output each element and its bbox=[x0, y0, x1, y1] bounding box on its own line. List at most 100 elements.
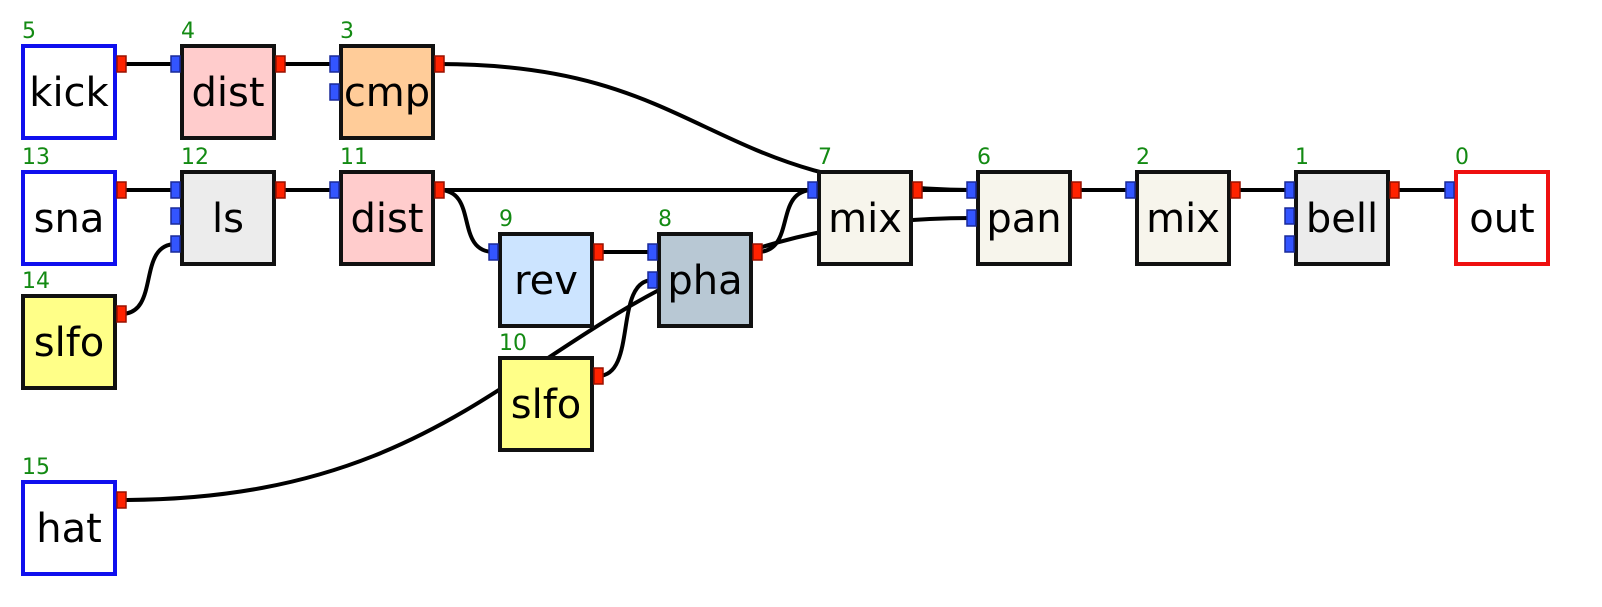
node-id-label: 10 bbox=[499, 331, 527, 356]
node-id-label: 6 bbox=[977, 145, 991, 170]
input-port-0[interactable] bbox=[170, 181, 181, 199]
wires-layer bbox=[120, 61, 1450, 502]
node-box[interactable] bbox=[339, 44, 435, 140]
input-port-1[interactable] bbox=[329, 83, 340, 101]
node-box[interactable] bbox=[1135, 170, 1231, 266]
output-port[interactable] bbox=[116, 305, 127, 323]
node-box[interactable] bbox=[817, 170, 913, 266]
node-hat-15[interactable]: 15 hat bbox=[21, 455, 127, 576]
node-slfo-10[interactable]: 10 slfo bbox=[498, 331, 604, 452]
node-box[interactable] bbox=[180, 170, 276, 266]
input-port-0[interactable] bbox=[329, 55, 340, 73]
node-id-label: 5 bbox=[22, 19, 36, 44]
node-name-label: mix bbox=[828, 196, 902, 242]
node-id-label: 1 bbox=[1295, 145, 1309, 170]
node-name-label: bell bbox=[1306, 196, 1378, 242]
node-id-label: 13 bbox=[22, 145, 50, 170]
node-id-label: 2 bbox=[1136, 145, 1150, 170]
output-port[interactable] bbox=[116, 55, 127, 73]
node-pha-8[interactable]: 8 pha bbox=[647, 207, 763, 328]
input-port-1[interactable] bbox=[1284, 207, 1295, 225]
wire-11-to-9 bbox=[438, 188, 495, 254]
node-name-label: pan bbox=[986, 196, 1061, 242]
node-kick-5[interactable]: 5 kick bbox=[21, 19, 127, 140]
node-name-label: cmp bbox=[344, 70, 430, 116]
output-port[interactable] bbox=[1389, 181, 1400, 199]
node-bell-1[interactable]: 1 bell bbox=[1284, 145, 1400, 266]
node-box[interactable] bbox=[339, 170, 435, 266]
input-port-0[interactable] bbox=[647, 243, 658, 261]
node-box[interactable] bbox=[21, 170, 117, 266]
node-box[interactable] bbox=[976, 170, 1072, 266]
node-box[interactable] bbox=[657, 232, 753, 328]
input-port-0[interactable] bbox=[1125, 181, 1136, 199]
input-port-2[interactable] bbox=[170, 235, 181, 253]
output-port[interactable] bbox=[1230, 181, 1241, 199]
node-mix-7[interactable]: 7 mix bbox=[807, 145, 923, 266]
node-box[interactable] bbox=[21, 294, 117, 390]
node-name-label: hat bbox=[36, 506, 102, 552]
node-dist-4[interactable]: 4 dist bbox=[170, 19, 286, 140]
node-name-label: ls bbox=[212, 196, 244, 242]
node-id-label: 11 bbox=[340, 145, 368, 170]
node-name-label: dist bbox=[350, 196, 423, 242]
node-dist-11[interactable]: 11 dist bbox=[329, 145, 445, 266]
node-box[interactable] bbox=[180, 44, 276, 140]
input-port-0[interactable] bbox=[966, 181, 977, 199]
node-name-label: slfo bbox=[34, 320, 105, 366]
output-port[interactable] bbox=[752, 243, 763, 261]
output-port[interactable] bbox=[1071, 181, 1082, 199]
node-id-label: 0 bbox=[1455, 145, 1469, 170]
input-port-0[interactable] bbox=[807, 181, 818, 199]
node-box[interactable] bbox=[498, 232, 594, 328]
input-port-0[interactable] bbox=[1284, 181, 1295, 199]
node-id-label: 7 bbox=[818, 145, 832, 170]
node-name-label: dist bbox=[191, 70, 264, 116]
node-name-label: rev bbox=[514, 258, 578, 304]
node-mix-2[interactable]: 2 mix bbox=[1125, 145, 1241, 266]
node-name-label: sna bbox=[34, 196, 105, 242]
input-port-1[interactable] bbox=[966, 209, 977, 227]
node-id-label: 8 bbox=[658, 207, 672, 232]
output-port[interactable] bbox=[912, 181, 923, 199]
output-port[interactable] bbox=[593, 243, 604, 261]
node-id-label: 4 bbox=[181, 19, 195, 44]
input-port-0[interactable] bbox=[1444, 181, 1455, 199]
output-port[interactable] bbox=[275, 55, 286, 73]
node-sna-13[interactable]: 13 sna bbox=[21, 145, 127, 266]
input-port-0[interactable] bbox=[329, 181, 340, 199]
node-id-label: 15 bbox=[22, 455, 50, 480]
input-port-1[interactable] bbox=[647, 271, 658, 289]
output-port[interactable] bbox=[434, 55, 445, 73]
node-box[interactable] bbox=[21, 44, 117, 140]
node-name-label: pha bbox=[667, 258, 742, 304]
node-name-label: mix bbox=[1146, 196, 1220, 242]
node-name-label: slfo bbox=[511, 382, 582, 428]
output-port[interactable] bbox=[434, 181, 445, 199]
input-port-0[interactable] bbox=[488, 243, 499, 261]
node-box[interactable] bbox=[498, 356, 594, 452]
node-slfo-14[interactable]: 14 slfo bbox=[21, 269, 127, 390]
node-box[interactable] bbox=[21, 480, 117, 576]
node-box[interactable] bbox=[1454, 170, 1550, 266]
node-id-label: 12 bbox=[181, 145, 209, 170]
node-ls-12[interactable]: 12 ls bbox=[170, 145, 286, 266]
node-box[interactable] bbox=[1294, 170, 1390, 266]
output-port[interactable] bbox=[275, 181, 286, 199]
output-port[interactable] bbox=[116, 491, 127, 509]
output-port[interactable] bbox=[116, 181, 127, 199]
input-port-0[interactable] bbox=[170, 55, 181, 73]
node-rev-9[interactable]: 9 rev bbox=[488, 207, 604, 328]
node-name-label: kick bbox=[29, 70, 109, 116]
input-port-1[interactable] bbox=[170, 207, 181, 225]
wire-10-to-8 bbox=[597, 278, 654, 378]
node-pan-6[interactable]: 6 pan bbox=[966, 145, 1082, 266]
output-port[interactable] bbox=[593, 367, 604, 385]
node-id-label: 14 bbox=[22, 269, 50, 294]
input-port-2[interactable] bbox=[1284, 235, 1295, 253]
node-id-label: 9 bbox=[499, 207, 513, 232]
